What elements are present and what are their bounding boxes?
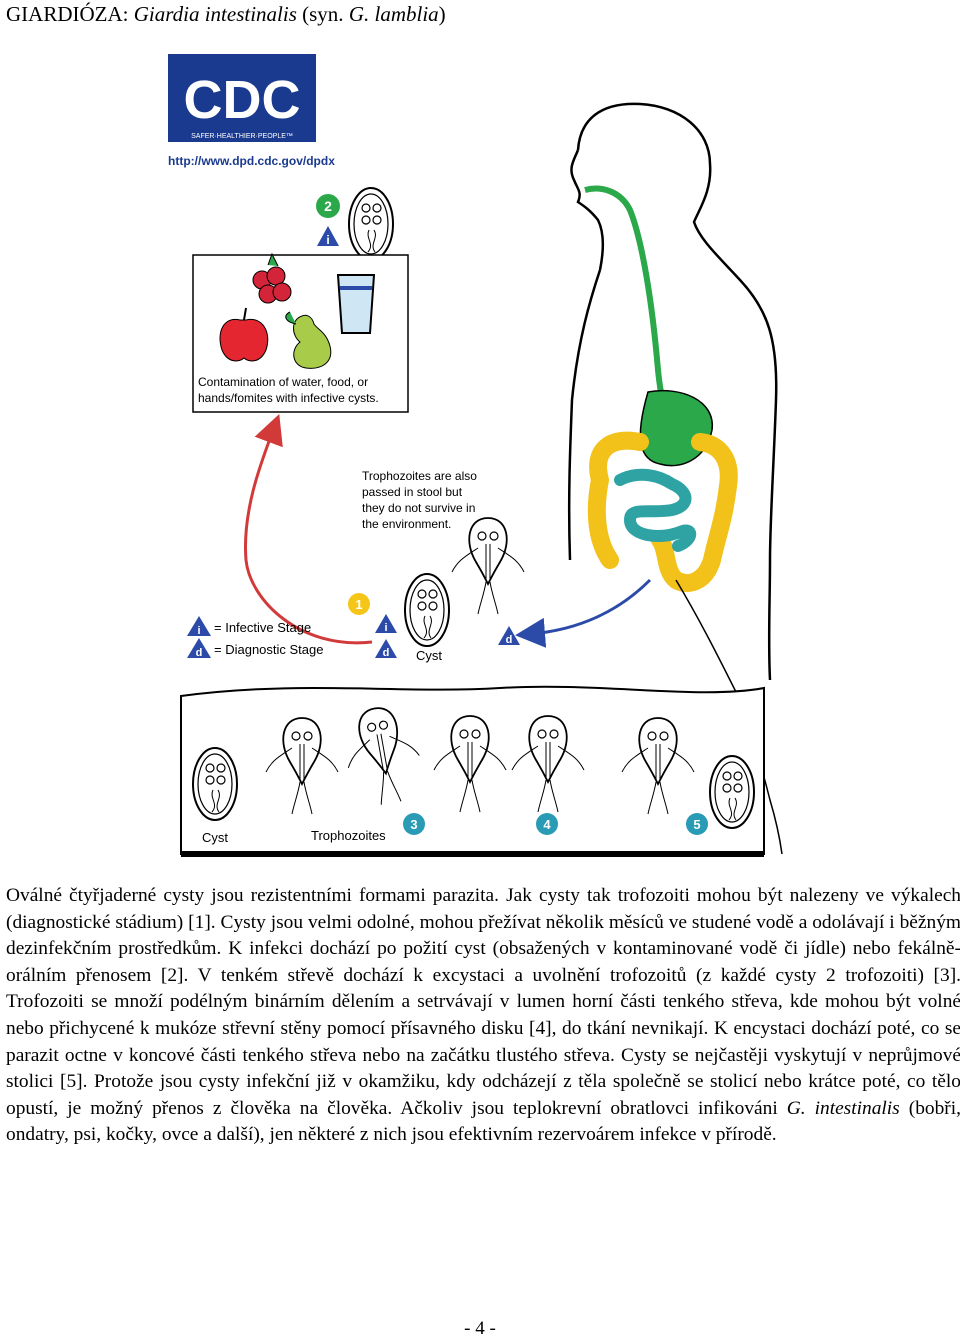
step4-number: 4 xyxy=(543,817,551,832)
pear-icon xyxy=(285,311,332,369)
title-close: ) xyxy=(438,2,446,26)
legend-diagnostic-label: = Diagnostic Stage xyxy=(214,642,323,657)
red-arrow-to-contamination xyxy=(243,413,373,645)
blue-arrow-from-body xyxy=(515,578,652,648)
life-cycle-figure: CDC SAFER·HEALTHIER·PEOPLE™ http://www.d… xyxy=(0,40,960,870)
contamination-line1: Contamination of water, food, or xyxy=(198,375,368,389)
trophozoite-step1 xyxy=(451,517,525,615)
title-synonym: G. lamblia xyxy=(348,2,439,26)
body-text: Oválné čtyřjaderné cysty jsou rezistentn… xyxy=(6,885,960,1119)
troph-note-line3: they do not survive in xyxy=(362,501,475,515)
trophozoite-note: Trophozoites are also passed in stool bu… xyxy=(362,469,477,531)
step3-badge xyxy=(403,813,425,835)
title-species: Giardia intestinalis xyxy=(133,2,297,26)
legend-diagnostic-letter: d xyxy=(196,647,203,659)
troph-note-line4: the environment. xyxy=(362,517,451,531)
intestine-panel: Cyst Trophozoites 3 4 5 xyxy=(180,685,765,857)
cyst-panel-right xyxy=(709,755,755,829)
step1-badge xyxy=(348,593,370,615)
infective-icon-letter: i xyxy=(326,233,329,247)
page-number: - 4 - xyxy=(464,1318,496,1339)
cyst-panel-left xyxy=(192,747,238,821)
logo-tagline: SAFER·HEALTHIER·PEOPLE™ xyxy=(191,133,293,140)
infective-icon-step2 xyxy=(317,226,339,246)
logo-text: CDC xyxy=(184,70,301,130)
stomach xyxy=(639,389,713,467)
step2-number: 2 xyxy=(324,198,332,214)
legend-infective-icon xyxy=(187,616,211,636)
diagnostic-icon-letter: d xyxy=(506,634,513,646)
page-title: GIARDIÓZA: Giardia intestinalis (syn. G.… xyxy=(6,2,446,27)
small-intestine xyxy=(614,468,697,552)
legend-diagnostic-icon xyxy=(187,638,211,658)
contamination-line2: hands/fomites with infective cysts. xyxy=(198,391,379,405)
body-paragraph: Oválné čtyřjaderné cysty jsou rezistentn… xyxy=(6,883,960,1149)
cyst-label-bottom: Cyst xyxy=(202,830,228,845)
infective-icon-letter: i xyxy=(384,622,387,634)
raspberry-icon xyxy=(252,252,292,304)
colon xyxy=(587,431,738,593)
legend-infective-label: = Infective Stage xyxy=(214,620,311,635)
step4-badge xyxy=(536,813,558,835)
step3-number: 3 xyxy=(410,817,417,832)
step2-badge xyxy=(316,194,340,218)
step1-number: 1 xyxy=(355,597,362,612)
cdc-logo: CDC SAFER·HEALTHIER·PEOPLE™ http://www.d… xyxy=(168,54,335,168)
title-prefix: GIARDIÓZA: xyxy=(6,2,134,26)
cyst-step2 xyxy=(348,187,394,261)
diagnostic-icon-letter: d xyxy=(383,647,390,659)
body-italic-species: G. intestinalis xyxy=(786,1097,900,1119)
diagnostic-icon-troph xyxy=(498,626,520,645)
cyst-step1 xyxy=(404,573,450,647)
step5-number: 5 xyxy=(693,817,700,832)
logo-url: http://www.dpd.cdc.gov/dpdx xyxy=(168,154,335,168)
infective-icon-step1 xyxy=(375,614,397,633)
legend-infective-letter: i xyxy=(197,625,200,637)
legend: i = Infective Stage d = Diagnostic Stage xyxy=(187,616,323,659)
trophozoites-label: Trophozoites xyxy=(311,828,386,843)
human-body xyxy=(567,102,778,681)
body-text-end: (bobři, ondatry, psi, kočky, ovce a dalš… xyxy=(6,1097,960,1146)
step5-badge xyxy=(686,813,708,835)
apple-icon xyxy=(219,307,269,362)
diagnostic-icon-step1 xyxy=(375,639,397,658)
troph-note-line1: Trophozoites are also xyxy=(362,469,477,483)
digestive-tract xyxy=(584,185,783,855)
water-glass-icon xyxy=(336,274,376,334)
troph-note-line2: passed in stool but xyxy=(362,485,463,499)
title-syn: (syn. xyxy=(296,2,349,26)
cyst-label-top: Cyst xyxy=(416,648,442,663)
contamination-box: Contamination of water, food, or hands/f… xyxy=(192,252,409,413)
